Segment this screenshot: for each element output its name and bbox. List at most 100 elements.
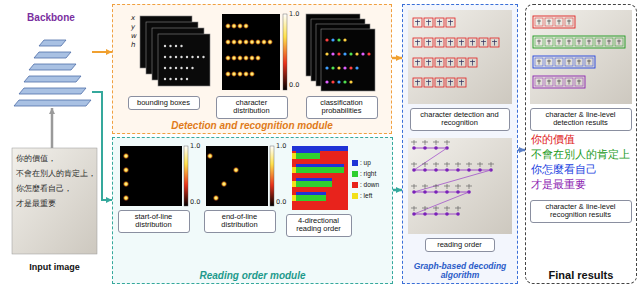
reading-graph-photo [414, 192, 469, 214]
classification-maps [331, 66, 334, 69]
output-name: start-of-line distribution [122, 213, 186, 230]
channel-letter: w [131, 32, 137, 40]
result-photo [555, 38, 563, 46]
classification-maps [325, 80, 328, 83]
classification-maps [331, 52, 334, 55]
start-heatmap [123, 195, 129, 201]
classification-maps [343, 66, 346, 69]
legend-row: : down [352, 179, 379, 190]
result-photo [577, 60, 581, 65]
result-photo [615, 38, 623, 46]
colorbar-value: 0.0 [276, 199, 286, 206]
result-photo [605, 38, 613, 46]
output-name: character & line-level recognition resul… [534, 203, 628, 220]
reading-graph-photo [411, 140, 417, 145]
output-name: character distribution [220, 99, 284, 116]
label-anchor: 才是最重要 [531, 179, 586, 192]
legend-text: : left [360, 192, 372, 199]
flow-arrow [518, 149, 525, 152]
result-photo [575, 58, 583, 66]
module-title: Detection and recognition module [171, 120, 333, 131]
end-heatmap [270, 146, 274, 206]
reading-graph-photo [445, 168, 449, 172]
legend-text: : right [360, 170, 376, 177]
direction-map [296, 178, 332, 181]
recognized-line: 你怎麼看自己 [531, 164, 597, 177]
result-photo [565, 18, 573, 26]
label-anchor: 才是最重要 [16, 200, 56, 209]
character-heatmap [249, 71, 255, 77]
reading-graph-photo [412, 190, 416, 194]
character-heatmap [225, 39, 231, 45]
detection-graph-photo [415, 20, 420, 26]
flow-arrow [392, 57, 402, 60]
input-image: Input image [12, 148, 97, 272]
output-label: bounding boxes [128, 96, 200, 111]
label-anchor: 你的價值， [16, 155, 56, 164]
backbone-pyramid [14, 100, 91, 106]
backbone-pyramid [14, 40, 91, 106]
end-heatmap [213, 195, 219, 201]
output-label: character & line-level detection results [530, 108, 632, 131]
channel-letter: x [131, 14, 135, 22]
classification-maps [343, 38, 346, 41]
detection-graph-photo [437, 80, 442, 86]
end-heatmap [233, 167, 239, 173]
reading-graph-photo [444, 206, 450, 211]
reading-graph-photo [408, 138, 512, 234]
detection-graph-photo [435, 38, 444, 47]
start-heatmap [120, 146, 182, 206]
reading-graph-photo [414, 170, 491, 192]
start-heatmap [123, 153, 129, 159]
classification-maps [367, 52, 370, 55]
detection-graph-photo [468, 38, 477, 47]
direction-map [292, 153, 296, 159]
result-photo [555, 58, 563, 66]
bounding-box-maps [169, 78, 171, 80]
detection-graph-photo [446, 38, 455, 47]
bounding-box-maps [158, 34, 210, 86]
detection-graph-photo [413, 38, 422, 47]
reading-graph-photo [422, 206, 428, 211]
result-photo [555, 78, 563, 86]
start-heatmap [184, 146, 188, 206]
reading-graph-photo [488, 162, 494, 167]
legend-row: : right [352, 168, 379, 179]
recognized-line: 你的價值 [531, 134, 575, 147]
reading-graph-photo [433, 206, 439, 211]
result-photo [557, 40, 561, 45]
label-anchor: x [131, 14, 135, 22]
result-photo [557, 80, 561, 85]
output-label: end-of-line distribution [204, 210, 276, 233]
result-photo [567, 40, 571, 45]
start-heatmap [123, 167, 129, 173]
character-heatmap [225, 71, 231, 77]
character-heatmap [222, 14, 280, 90]
backbone-pyramid [24, 76, 81, 82]
colorbar-value: 1.0 [289, 11, 299, 18]
decoding-block: Graph-based decoding algorithmcharacter … [402, 4, 518, 284]
character-heatmap [249, 39, 255, 45]
output-label: reading order [425, 238, 495, 253]
reading-graph-photo [412, 168, 416, 172]
reading-graph-photo [414, 148, 447, 170]
character-heatmap [243, 71, 249, 77]
detection-graph-photo [437, 60, 442, 66]
flow-arrow [393, 189, 402, 192]
result-photo [545, 18, 553, 26]
reading-graph-photo [422, 184, 428, 189]
output-name: end-of-line distribution [208, 213, 272, 230]
legend-swatch [352, 182, 358, 188]
reading-graph-photo [433, 140, 439, 145]
reading-graph-photo [434, 212, 438, 216]
detection-graph-photo [426, 20, 431, 26]
character-heatmap [237, 23, 243, 29]
result-photo [545, 38, 553, 46]
result-photo [585, 38, 593, 46]
module-ground [112, 4, 392, 134]
detection-graph-photo [424, 38, 433, 47]
input-photo [12, 148, 97, 254]
reading-graph-photo [466, 162, 472, 167]
legend-text: : up [360, 159, 371, 166]
